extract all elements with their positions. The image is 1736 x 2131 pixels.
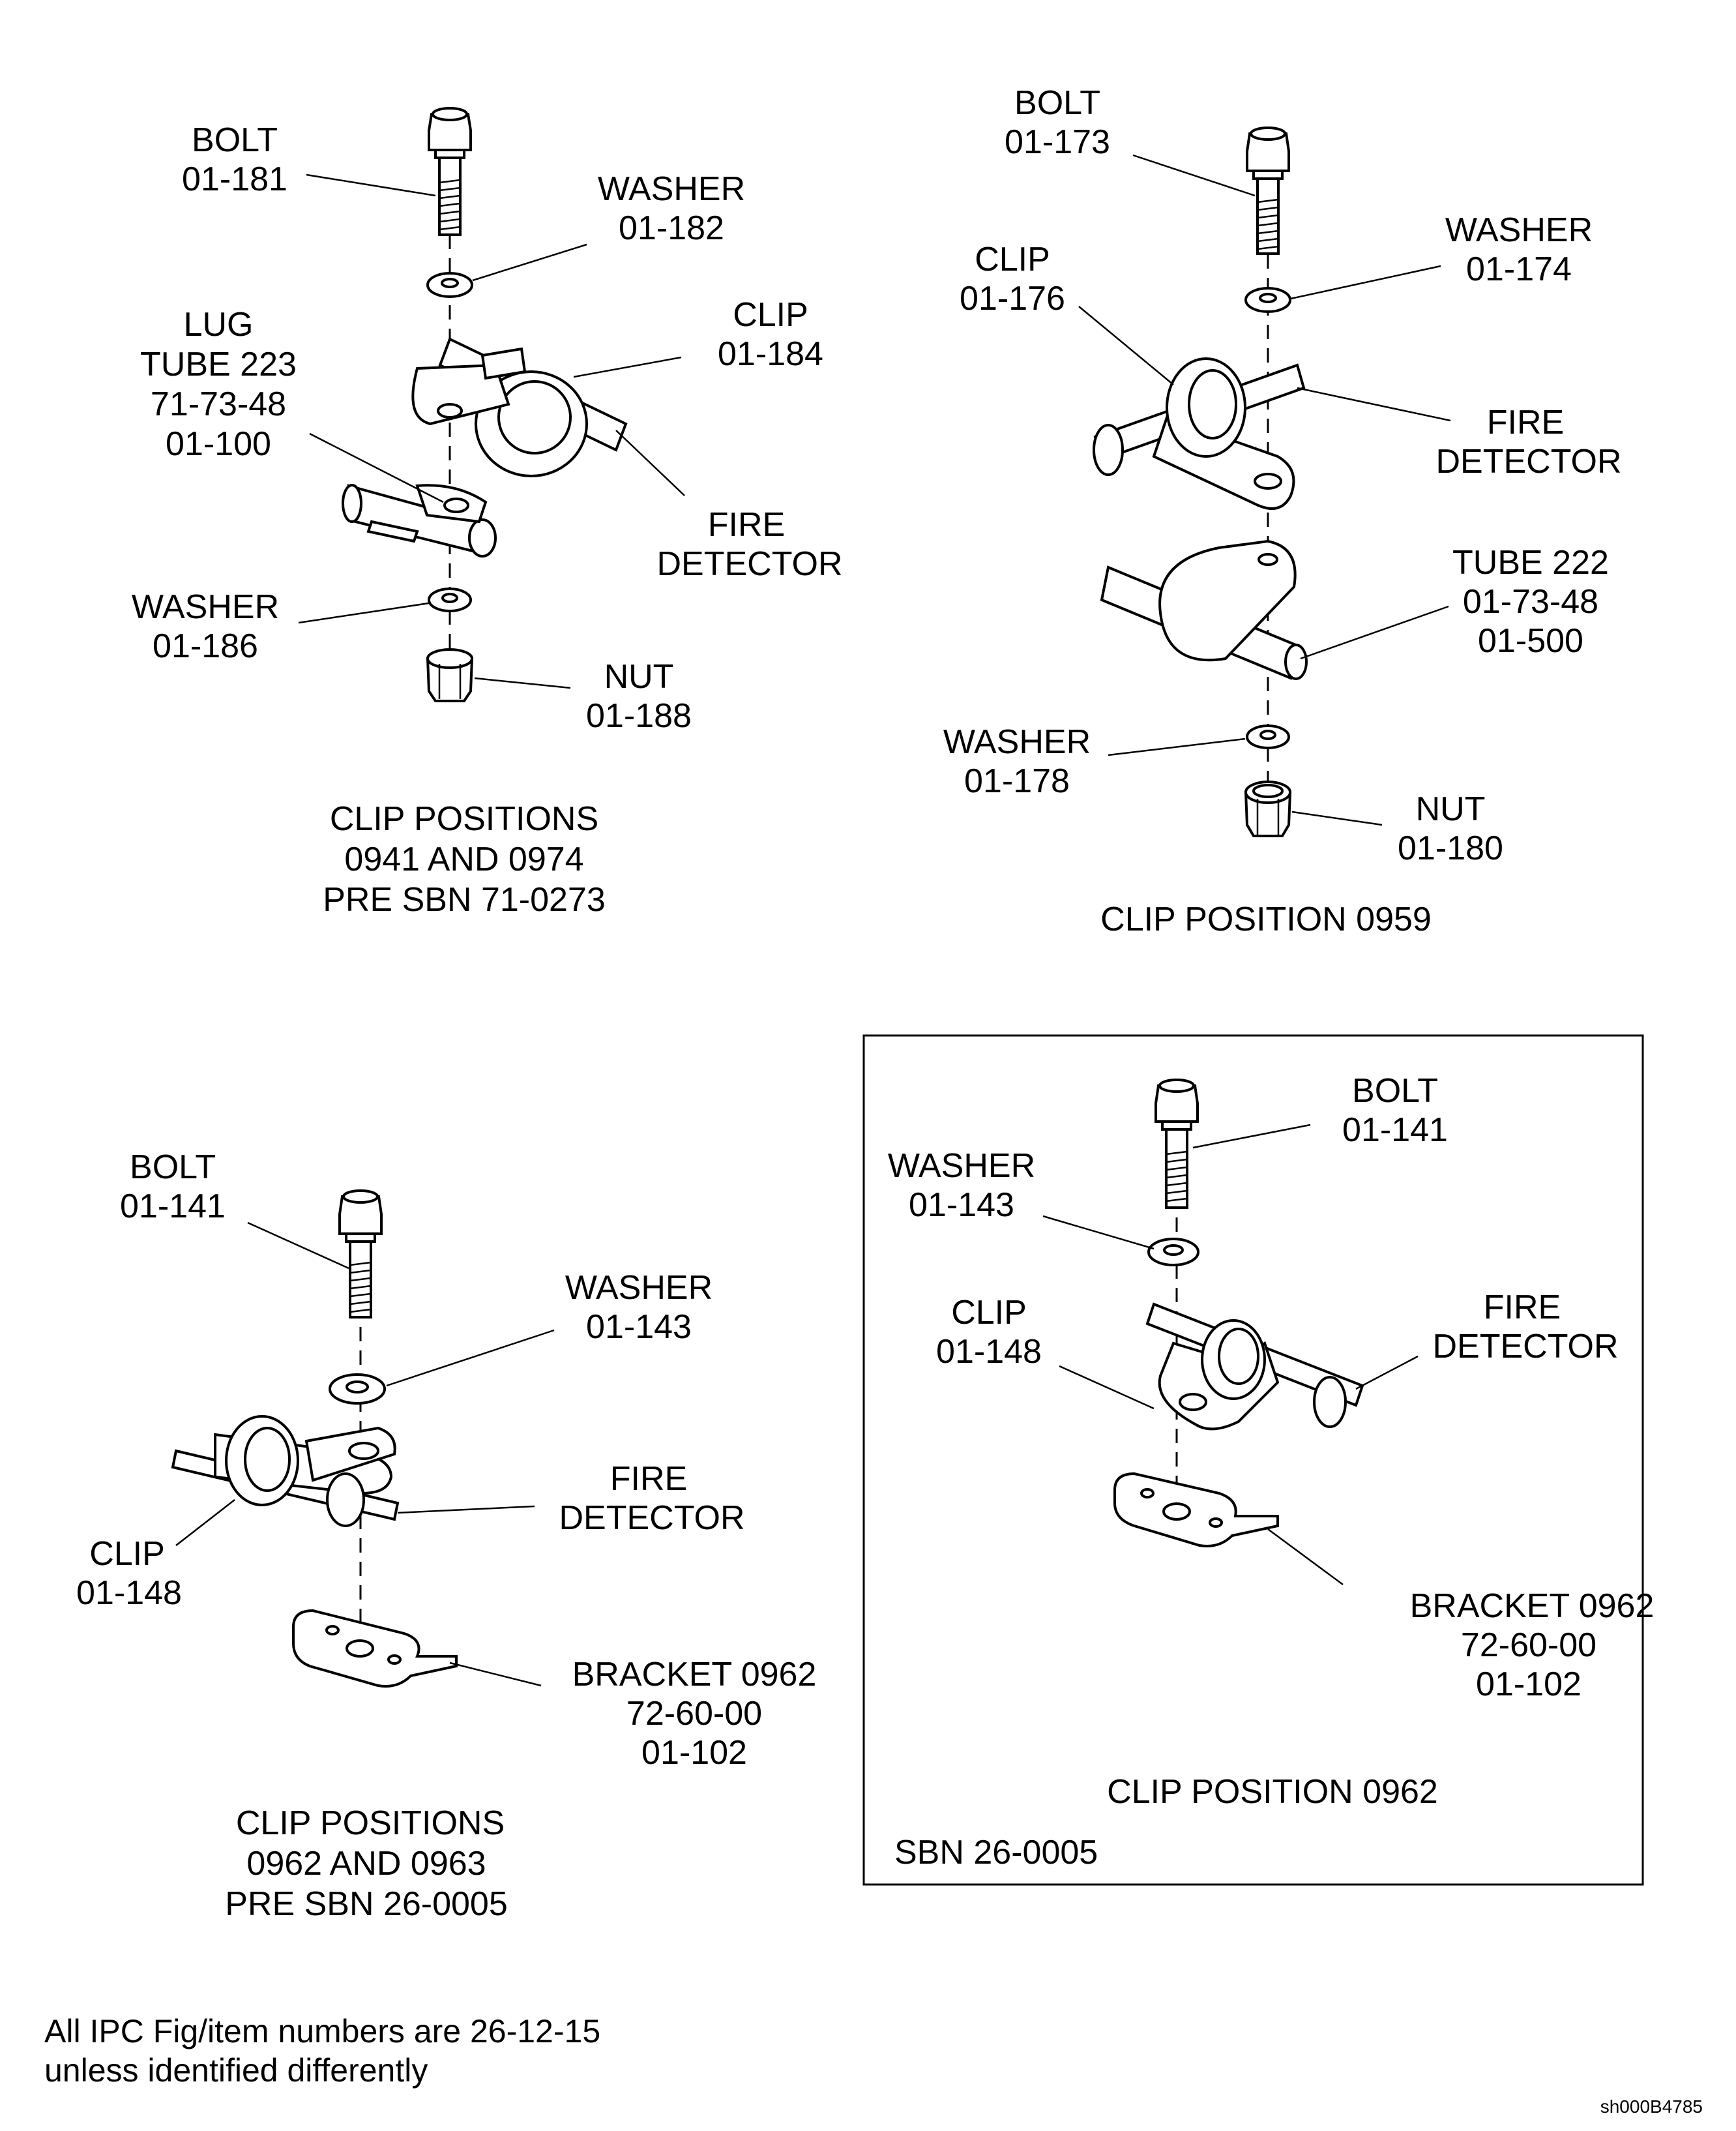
view2-tube-line1: TUBE 222 xyxy=(1452,544,1609,582)
view2-clip-ref: 01-176 xyxy=(960,280,1065,318)
view2-fire-detector-line1: FIRE xyxy=(1487,404,1564,441)
view1-bolt-ref: 01-181 xyxy=(182,160,287,198)
view1-lug-tube-drawing xyxy=(342,484,497,558)
view1-lug-line2: TUBE 223 xyxy=(140,346,297,383)
view3-caption-line2: 0962 AND 0963 xyxy=(246,1845,486,1883)
view3-bolt-name: BOLT xyxy=(130,1148,216,1186)
view1-lug-line4: 01-100 xyxy=(166,425,271,463)
view2-washer-bottom-name: WASHER xyxy=(943,723,1091,761)
view4-bracket-line2: 72-60-00 xyxy=(1461,1626,1596,1664)
view4-fire-detector-line1: FIRE xyxy=(1484,1289,1561,1326)
view2-nut-drawing xyxy=(1244,781,1292,837)
view4-clip-drawing xyxy=(1145,1302,1364,1431)
view2-clip-name: CLIP xyxy=(975,241,1050,278)
view1-nut-ref: 01-188 xyxy=(586,697,692,735)
view1-bolt-name: BOLT xyxy=(192,121,278,159)
view1-washer-bottom-ref: 01-186 xyxy=(153,627,258,665)
view4-clip-name: CLIP xyxy=(951,1294,1027,1332)
view1-nut-drawing xyxy=(426,648,474,702)
view1-fire-detector-line1: FIRE xyxy=(708,506,785,544)
view1-washer-top-ref: 01-182 xyxy=(619,209,724,247)
drawing-id: sh000B4785 xyxy=(1600,2096,1703,2117)
view4-washer-ref: 01-143 xyxy=(909,1186,1014,1224)
view1-caption-line2: 0941 AND 0974 xyxy=(344,841,583,878)
view2-bolt-drawing xyxy=(1246,127,1290,255)
view2-bolt-name: BOLT xyxy=(1014,84,1100,122)
view1-bolt-drawing xyxy=(428,107,472,236)
view2-clip-position-0959: BOLT 01-173 WASHER 01-174 CLIP 01-176 FI… xyxy=(943,84,1622,938)
view2-nut-name: NUT xyxy=(1416,790,1486,828)
view4-bracket-drawing xyxy=(1113,1472,1279,1547)
view1-lug-line3: 71-73-48 xyxy=(151,385,286,423)
view1-washer-bottom-drawing xyxy=(428,588,472,612)
footnote-line2: unless identified differently xyxy=(44,2052,428,2089)
view1-clip-positions-0941-0974: BOLT 01-181 WASHER 01-182 CLIP 01-184 LU… xyxy=(132,107,843,919)
view2-tube-drawing xyxy=(1100,539,1308,680)
footnote-line1: All IPC Fig/item numbers are 26-12-15 xyxy=(44,2013,600,2049)
view2-nut-ref: 01-180 xyxy=(1398,829,1503,867)
view3-clip-name: CLIP xyxy=(89,1535,165,1573)
view1-lug-line1: LUG xyxy=(184,306,254,344)
view2-fire-detector-line2: DETECTOR xyxy=(1435,443,1621,481)
view1-washer-top-drawing xyxy=(426,272,473,298)
view3-fire-detector-line2: DETECTOR xyxy=(559,1499,744,1537)
view4-bracket-line1: BRACKET 0962 xyxy=(1410,1587,1655,1625)
view4-frame xyxy=(862,1034,1644,1886)
view2-tube-line3: 01-500 xyxy=(1478,622,1583,660)
view2-washer-bottom-drawing xyxy=(1246,724,1290,749)
view3-washer-ref: 01-143 xyxy=(586,1308,692,1346)
view3-fire-detector-line1: FIRE xyxy=(610,1460,687,1498)
view1-bolt-label: BOLT xyxy=(192,121,278,159)
view1-washer-top-name: WASHER xyxy=(598,170,745,208)
view2-washer-top-drawing xyxy=(1244,287,1291,313)
view3-caption-line3: PRE SBN 26-0005 xyxy=(225,1885,508,1923)
view3-bracket-line2: 72-60-00 xyxy=(626,1695,762,1733)
view4-clip-ref: 01-148 xyxy=(936,1333,1042,1371)
view4-clip-position-0962-sbn: BOLT 01-141 WASHER 01-143 FIRE DETECTOR … xyxy=(862,1034,1655,1886)
view1-clip-drawing xyxy=(411,337,628,477)
view2-washer-top-ref: 01-174 xyxy=(1466,250,1572,288)
view4-bolt-ref: 01-141 xyxy=(1342,1111,1448,1149)
view4-bolt-drawing xyxy=(1155,1079,1199,1209)
view1-fire-detector-line2: DETECTOR xyxy=(656,545,842,583)
view3-caption-line1: CLIP POSITIONS xyxy=(236,1804,505,1842)
view4-sbn-label: SBN 26-0005 xyxy=(894,1834,1098,1871)
view2-clip-drawing xyxy=(1093,357,1306,510)
view3-bolt-ref: 01-141 xyxy=(120,1187,226,1225)
view1-nut-name: NUT xyxy=(604,658,674,696)
view4-washer-drawing xyxy=(1147,1238,1199,1266)
view2-caption-line1: CLIP POSITION 0959 xyxy=(1100,901,1432,938)
view3-clip-ref: 01-148 xyxy=(76,1574,182,1612)
view1-washer-bottom-name: WASHER xyxy=(132,588,279,626)
view4-bolt-name: BOLT xyxy=(1352,1072,1438,1110)
view4-caption-line1: CLIP POSITION 0962 xyxy=(1107,1773,1438,1811)
view4-washer-name: WASHER xyxy=(888,1147,1035,1185)
view3-bracket-drawing xyxy=(292,1609,458,1688)
view2-bolt-ref: 01-173 xyxy=(1005,123,1110,161)
view3-clip-drawing xyxy=(171,1415,400,1527)
view1-caption-line1: CLIP POSITIONS xyxy=(330,800,598,838)
view3-washer-name: WASHER xyxy=(565,1269,713,1307)
view3-bracket-line3: 01-102 xyxy=(641,1734,747,1772)
view4-bracket-line3: 01-102 xyxy=(1476,1665,1582,1703)
view2-washer-bottom-ref: 01-178 xyxy=(964,762,1070,800)
view3-clip-positions-0962-0963: BOLT 01-141 WASHER 01-143 FIRE DETECTOR … xyxy=(76,1148,816,1923)
view1-caption-line3: PRE SBN 71-0273 xyxy=(323,881,606,919)
view1-clip-ref: 01-184 xyxy=(718,335,823,373)
view3-bracket-line1: BRACKET 0962 xyxy=(572,1656,817,1693)
view2-washer-top-name: WASHER xyxy=(1445,211,1593,249)
view3-bolt-drawing xyxy=(338,1189,383,1319)
view1-clip-name: CLIP xyxy=(733,296,808,334)
view4-fire-detector-line2: DETECTOR xyxy=(1432,1328,1618,1365)
view3-washer-drawing xyxy=(329,1373,386,1405)
view2-tube-line2: 01-73-48 xyxy=(1463,583,1598,621)
